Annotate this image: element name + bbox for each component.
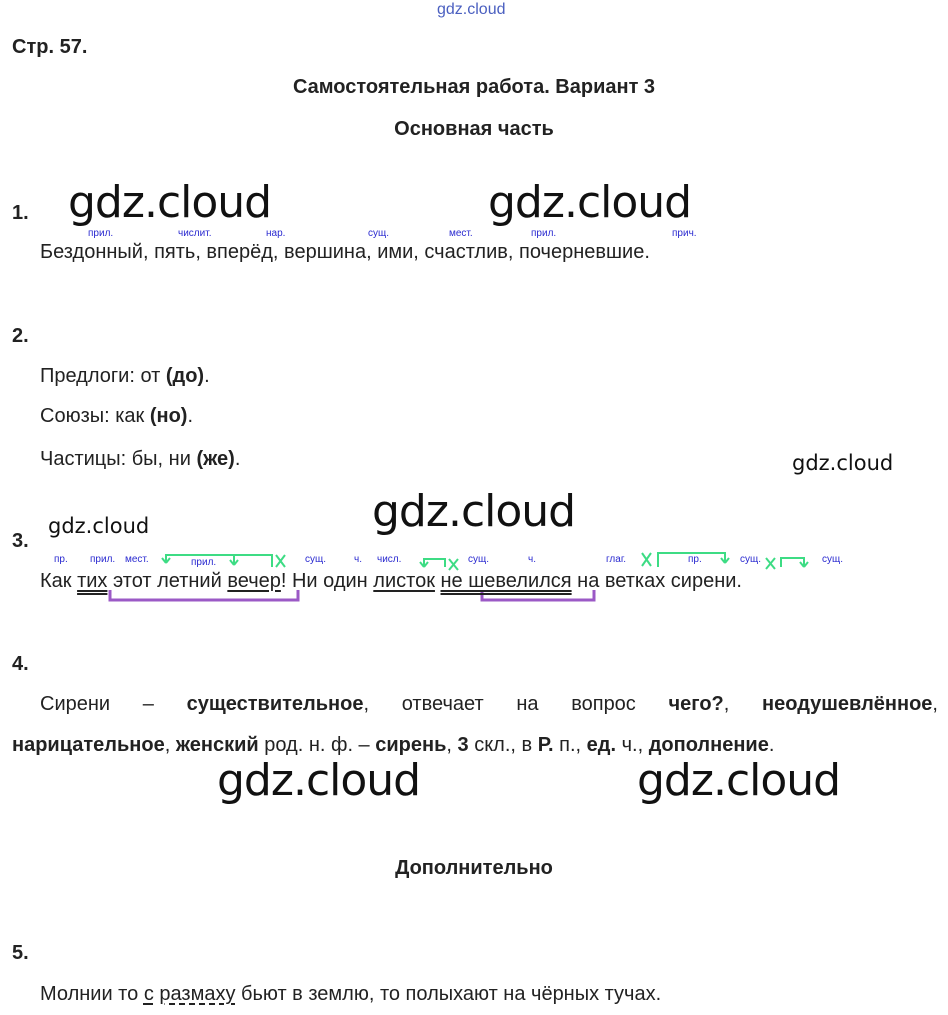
pos-label: прил.: [191, 557, 217, 568]
pos-label: числ.: [377, 554, 402, 565]
pos-label: глаг.: [606, 554, 627, 565]
task1-sentence: Бездонный, пять, вперёд, вершина, ими, с…: [40, 241, 650, 263]
section-heading-main: Основная часть: [394, 118, 554, 140]
pos-label: сущ.: [822, 554, 844, 565]
pos-label: прил.: [90, 554, 116, 565]
pos-label: прич.: [672, 228, 697, 239]
section-heading-extra: Дополнительно: [395, 857, 553, 879]
page-title: Самостоятельная работа. Вариант 3: [292, 76, 656, 98]
task4-line2: нарицательное, женский род. н. ф. – сире…: [12, 734, 775, 756]
particles-line: Частицы: бы, ни (же).: [40, 448, 241, 470]
task-number: 1.: [12, 202, 29, 224]
watermark: gdz.cloud: [217, 755, 421, 806]
pos-label: сущ.: [305, 554, 327, 565]
page-reference: Стр. 57.: [12, 36, 88, 58]
task-number: 5.: [12, 942, 29, 964]
task-number: 4.: [12, 653, 29, 675]
watermark: gdz.cloud: [48, 514, 150, 538]
pos-label: сущ.: [368, 228, 390, 239]
predicate: не шевелился: [440, 570, 572, 592]
task3-sentence: Как тих этот летний вечер! Ни один листо…: [40, 570, 742, 592]
watermark: gdz.cloud: [488, 177, 692, 228]
adverbial: с: [143, 983, 154, 1005]
adverbial: размаху: [159, 983, 236, 1005]
subject: вечер: [227, 570, 281, 592]
watermark: gdz.cloud: [637, 755, 841, 806]
subject: листок: [373, 570, 435, 592]
pos-label: пр.: [54, 554, 68, 565]
watermark: gdz.cloud: [792, 451, 894, 475]
task-number: 3.: [12, 530, 29, 552]
predicate: тих: [77, 570, 108, 592]
pos-label: прил.: [88, 228, 114, 239]
task5-sentence: Молнии то с размаху бьют в землю, то пол…: [40, 983, 662, 1005]
pos-label: ч.: [528, 554, 536, 565]
prepositions-line: Предлоги: от (до).: [40, 365, 210, 387]
pos-label: мест.: [449, 228, 473, 239]
task4-line1: Сирени – существительное, отвечает на во…: [40, 693, 938, 715]
pos-label: пр.: [688, 554, 702, 565]
pos-label: числит.: [178, 228, 212, 239]
pos-label: нар.: [266, 228, 286, 239]
pos-label: ч.: [354, 554, 362, 565]
pos-label: сущ.: [468, 554, 490, 565]
pos-label: мест.: [125, 554, 149, 565]
conjunctions-line: Союзы: как (но).: [40, 405, 194, 427]
parse-marks: [108, 552, 809, 602]
task-number: 2.: [12, 325, 29, 347]
watermark: gdz.cloud: [68, 177, 272, 228]
watermark-top: gdz.cloud: [437, 1, 506, 18]
pos-label: прил.: [531, 228, 557, 239]
pos-label: сущ.: [740, 554, 762, 565]
watermark: gdz.cloud: [372, 486, 576, 537]
